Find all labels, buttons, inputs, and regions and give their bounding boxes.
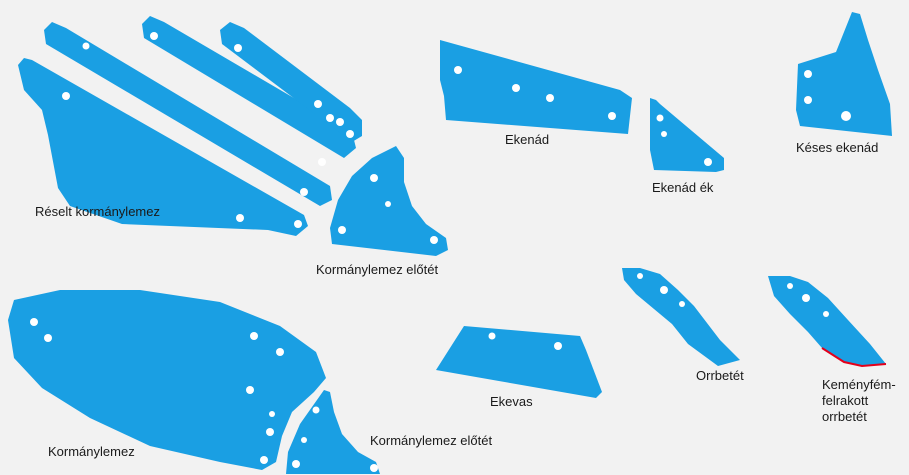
bolt-hole: [657, 115, 664, 122]
bolt-hole: [313, 407, 320, 414]
kemenyfem-orrbetet-part: [768, 276, 886, 366]
label-ekenad: Ekenád: [505, 132, 549, 148]
bolt-hole: [661, 131, 667, 137]
ekevas-part: [436, 326, 602, 398]
bolt-hole: [608, 112, 616, 120]
label-keses-ekenad: Késes ekenád: [796, 140, 878, 156]
label-kemenyfem-line-2: felrakott: [822, 393, 896, 409]
orrbetet-part: [622, 268, 740, 366]
bolt-hole: [787, 283, 793, 289]
kormanylemez-shape: [8, 290, 326, 470]
bolt-hole: [370, 174, 378, 182]
kemenyfem-orrbetet-shape: [768, 276, 886, 366]
bolt-hole: [234, 44, 242, 52]
bolt-hole: [679, 301, 685, 307]
bolt-hole: [260, 456, 268, 464]
bolt-hole: [346, 130, 354, 138]
ekenad-shape: [440, 40, 632, 134]
label-kemenyfem-line-3: orrbetét: [822, 409, 896, 425]
bolt-hole: [804, 70, 812, 78]
bolt-hole: [292, 460, 300, 468]
label-orrbetet: Orrbetét: [696, 368, 744, 384]
bolt-hole: [301, 437, 307, 443]
label-reselt-kormanylemez: Réselt kormánylemez: [35, 204, 160, 220]
bolt-hole: [637, 273, 643, 279]
bolt-hole: [83, 43, 90, 50]
bolt-hole: [823, 311, 829, 317]
ekevas-shape: [436, 326, 602, 398]
kormanylemez-part: [8, 290, 326, 470]
bolt-hole: [546, 94, 554, 102]
bolt-hole: [266, 428, 274, 436]
bolt-hole: [338, 226, 346, 234]
bolt-hole: [44, 334, 52, 342]
bolt-hole: [336, 118, 344, 126]
bolt-hole: [294, 220, 302, 228]
bolt-hole: [802, 294, 810, 302]
bolt-hole: [704, 158, 712, 166]
bolt-hole: [804, 96, 812, 104]
bolt-hole: [314, 100, 322, 108]
ekenad-ek-shape: [650, 98, 724, 172]
bolt-hole: [454, 66, 462, 74]
bolt-hole: [554, 342, 562, 350]
bolt-hole: [512, 84, 520, 92]
bolt-hole: [246, 386, 254, 394]
bolt-hole: [430, 236, 438, 244]
kormanylemez-elotet-top-part: [330, 146, 448, 256]
orrbetet-shape: [622, 268, 740, 366]
bolt-hole: [62, 92, 70, 100]
bolt-hole: [30, 318, 38, 326]
bolt-hole: [250, 332, 258, 340]
ekenad-part: [440, 40, 632, 134]
label-kormanylemez: Kormánylemez: [48, 444, 135, 460]
bolt-hole: [489, 333, 496, 340]
reselt-kormanylemez-part: [18, 16, 362, 236]
bolt-hole: [150, 32, 158, 40]
label-kormanylemez-elotet-bottom: Kormánylemez előtét: [370, 433, 492, 449]
bolt-hole: [660, 286, 668, 294]
keses-ekenad-part: [796, 12, 892, 136]
bolt-hole: [236, 214, 244, 222]
bolt-hole: [269, 411, 275, 417]
ekenad-ek-part: [650, 98, 724, 172]
bolt-hole: [370, 464, 378, 472]
bolt-hole: [841, 111, 851, 121]
bolt-hole: [326, 114, 334, 122]
bolt-hole: [318, 158, 326, 166]
bolt-hole: [276, 348, 284, 356]
label-kormanylemez-elotet-top: Kormánylemez előtét: [316, 262, 438, 278]
label-ekevas: Ekevas: [490, 394, 533, 410]
label-kemenyfem-orrbetet: Keményfém- felrakott orrbetét: [822, 377, 896, 425]
bolt-hole: [300, 188, 308, 196]
label-kemenyfem-line-1: Keményfém-: [822, 377, 896, 393]
bolt-hole: [385, 201, 391, 207]
label-ekenad-ek: Ekenád ék: [652, 180, 713, 196]
